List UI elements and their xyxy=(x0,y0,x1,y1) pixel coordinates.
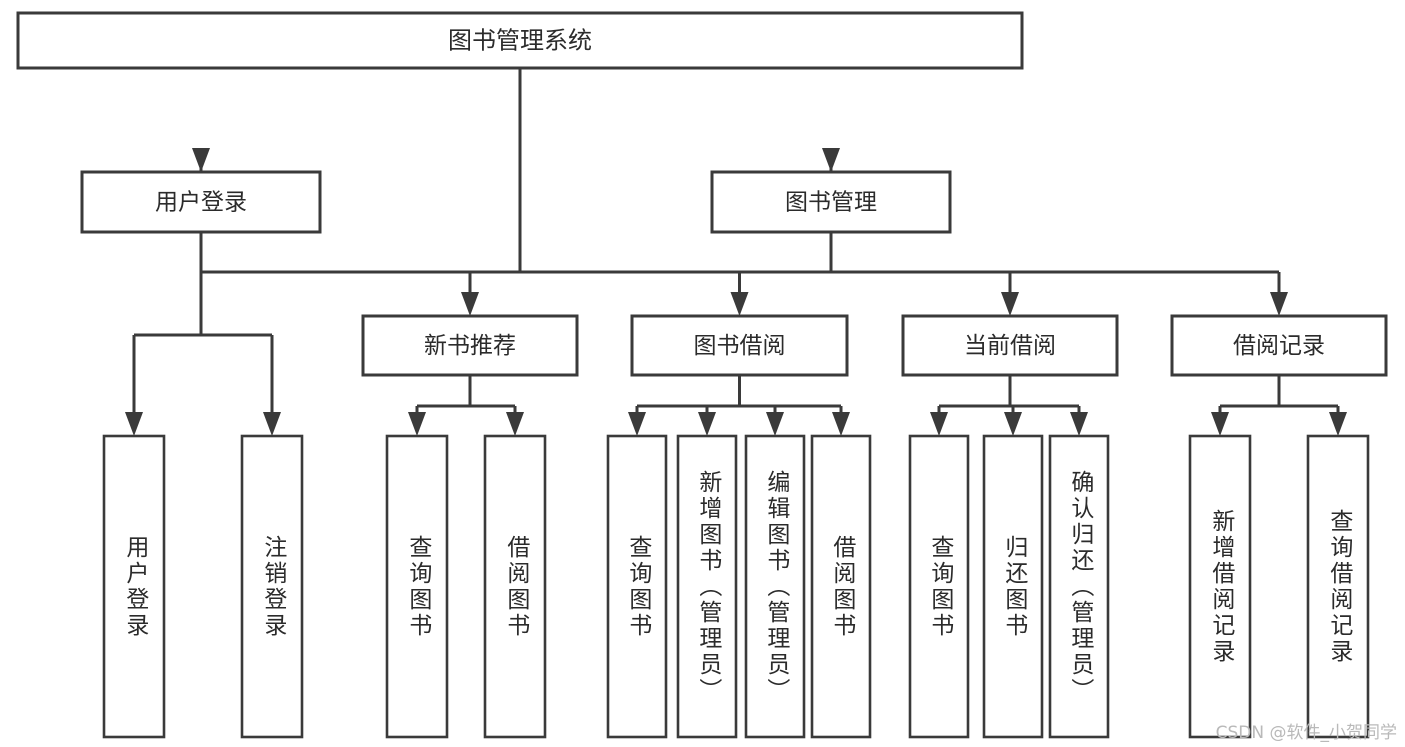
node-box-bb-add-book xyxy=(676,434,738,739)
arrow-br-query-record-head xyxy=(1329,412,1347,436)
arrow-user-login-logout-head xyxy=(263,412,281,436)
node-box-nbr-query-book xyxy=(385,434,449,739)
node-box-new-book-recommend xyxy=(361,314,579,377)
node-current-borrow[interactable]: 当前借阅 xyxy=(901,314,1119,377)
node-box-cb-return-book xyxy=(982,434,1044,739)
node-nbr-borrow-book[interactable] xyxy=(483,434,547,739)
arrow-nbr-query-book-head xyxy=(408,412,426,436)
node-box-br-add-record xyxy=(1188,434,1252,739)
node-root[interactable]: 图书管理系统 xyxy=(16,11,1024,70)
arrow-nbr-borrow-book-head xyxy=(506,412,524,436)
arrow-bb-edit-book-head xyxy=(766,412,784,436)
node-box-nbr-borrow-book xyxy=(483,434,547,739)
node-label-book-borrow: 图书借阅 xyxy=(694,333,786,359)
node-label-user-login: 用户登录 xyxy=(155,190,247,216)
arrow-current-borrow-head xyxy=(1001,292,1019,316)
node-box-book-borrow xyxy=(630,314,849,377)
arrow-borrow-record-head xyxy=(1270,292,1288,316)
node-user-login-logout[interactable] xyxy=(240,434,304,739)
node-label-current-borrow: 当前借阅 xyxy=(964,333,1056,359)
watermark-text: CSDN @软件_小贺同学 xyxy=(1215,723,1397,743)
node-box-root xyxy=(16,11,1024,70)
arrow-bb-add-book-head xyxy=(698,412,716,436)
node-borrow-record[interactable]: 借阅记录 xyxy=(1170,314,1388,377)
node-box-cb-query-book xyxy=(908,434,970,739)
arrow-book-borrow-head xyxy=(730,292,749,316)
node-box-user-login xyxy=(80,170,322,234)
node-user-login-login[interactable] xyxy=(102,434,166,739)
arrow-user-login-head xyxy=(192,148,210,172)
node-label-book-manage: 图书管理 xyxy=(785,190,877,216)
arrow-cb-confirm-return-head xyxy=(1070,412,1088,436)
node-nbr-query-book[interactable] xyxy=(385,434,449,739)
node-box-bb-borrow-book xyxy=(810,434,872,739)
node-label-new-book-recommend: 新书推荐 xyxy=(424,333,516,359)
node-label-borrow-record: 借阅记录 xyxy=(1233,333,1325,359)
node-bb-borrow-book[interactable] xyxy=(810,434,872,739)
node-box-current-borrow xyxy=(901,314,1119,377)
node-cb-confirm-return[interactable] xyxy=(1048,434,1110,739)
node-box-book-manage xyxy=(710,170,952,234)
arrow-cb-query-book-head xyxy=(930,412,948,436)
node-bb-add-book[interactable] xyxy=(676,434,738,739)
node-box-user-login-logout xyxy=(240,434,304,739)
arrow-book-manage-head xyxy=(822,148,840,172)
arrow-bb-borrow-book-head xyxy=(832,412,850,436)
node-bb-edit-book[interactable] xyxy=(744,434,806,739)
arrow-bb-query-book-head xyxy=(628,412,646,436)
node-box-user-login-login xyxy=(102,434,166,739)
node-box-cb-confirm-return xyxy=(1048,434,1110,739)
arrow-br-add-record-head xyxy=(1211,412,1229,436)
node-bb-query-book[interactable] xyxy=(606,434,668,739)
arrow-cb-return-book-head xyxy=(1004,412,1022,436)
node-new-book-recommend[interactable]: 新书推荐 xyxy=(361,314,579,377)
node-br-query-record[interactable] xyxy=(1306,434,1370,739)
node-book-manage[interactable]: 图书管理 xyxy=(710,170,952,234)
node-box-bb-query-book xyxy=(606,434,668,739)
node-book-borrow[interactable]: 图书借阅 xyxy=(630,314,849,377)
node-cb-query-book[interactable] xyxy=(908,434,970,739)
node-cb-return-book[interactable] xyxy=(982,434,1044,739)
arrow-new-book-recommend-head xyxy=(461,292,479,316)
node-label-root: 图书管理系统 xyxy=(448,27,592,55)
node-box-br-query-record xyxy=(1306,434,1370,739)
node-user-login[interactable]: 用户登录 xyxy=(80,170,322,234)
connector-layer xyxy=(125,68,1347,436)
node-box-bb-edit-book xyxy=(744,434,806,739)
node-box-borrow-record xyxy=(1170,314,1388,377)
arrow-user-login-login-head xyxy=(125,412,143,436)
node-br-add-record[interactable] xyxy=(1188,434,1252,739)
